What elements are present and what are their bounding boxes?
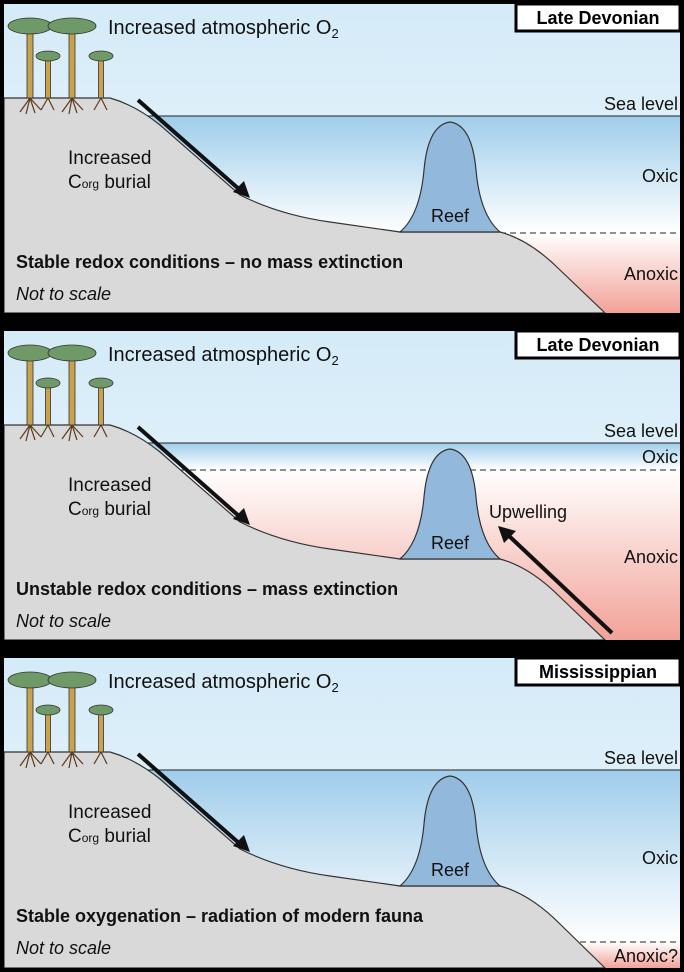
upwelling-arrow [506, 533, 614, 635]
panel-1-svg: Increased atmospheric O2 Late Devonian S… [0, 0, 684, 317]
tree-icon [88, 377, 114, 438]
tree-icon [35, 704, 61, 765]
tree-group [7, 17, 114, 115]
scale-note: Not to scale [16, 611, 111, 631]
seafloor-land [3, 424, 607, 641]
burial-line-2: Corg burial [68, 499, 151, 520]
panel-2-svg: Increased atmospheric O2 Late Devonian S… [0, 327, 684, 644]
panel-headline: Stable redox conditions – no mass extinc… [16, 252, 403, 272]
oxic-label: Oxic [642, 447, 678, 467]
scale-note: Not to scale [16, 284, 111, 304]
panel-late-devonian-stable: Increased atmospheric O2 Late Devonian S… [0, 0, 684, 317]
atmosphere-label: Increased atmospheric O2 [108, 344, 339, 368]
tree-icon [88, 704, 114, 765]
burial-arrow [136, 98, 242, 192]
panel-headline: Stable oxygenation – radiation of modern… [16, 906, 424, 926]
burial-line-1: Increased [68, 802, 151, 823]
burial-line-1: Increased [68, 148, 151, 169]
oxic-label: Oxic [642, 166, 678, 186]
seafloor-land [3, 751, 607, 969]
oxic-label: Oxic [642, 848, 678, 868]
scale-note: Not to scale [16, 938, 111, 958]
atmosphere-label: Increased atmospheric O2 [108, 17, 339, 41]
panel-late-devonian-unstable: Increased atmospheric O2 Late Devonian S… [0, 327, 684, 644]
reef-label: Reef [431, 860, 470, 880]
period-badge [514, 656, 682, 687]
tree-icon [7, 17, 53, 115]
panel-mississippian: Increased atmospheric O2 Mississippian S… [0, 654, 684, 972]
anoxic-label: Anoxic? [614, 946, 678, 966]
burial-arrow-head [233, 181, 250, 198]
sea-level-label: Sea level [604, 748, 678, 768]
reef-label: Reef [431, 206, 470, 226]
panel-frame [0, 0, 684, 317]
burial-arrow-head [233, 508, 250, 525]
upwelling-label: Upwelling [489, 502, 567, 522]
reef-label: Reef [431, 533, 470, 553]
burial-line-2: Corg burial [68, 172, 151, 193]
anoxic-label: Anoxic [624, 547, 678, 567]
sea-level-label: Sea level [604, 94, 678, 114]
period-label: Late Devonian [536, 8, 659, 28]
panel-3-svg: Increased atmospheric O2 Mississippian S… [0, 654, 684, 972]
burial-line-2: Corg burial [68, 826, 151, 847]
reef [398, 448, 502, 560]
tree-icon [88, 50, 114, 111]
period-label: Mississippian [539, 662, 657, 682]
burial-arrow-head [233, 835, 250, 852]
burial-line-1: Increased [68, 475, 151, 496]
oxic-water [120, 443, 680, 470]
tree-icon [47, 671, 97, 769]
tree-icon [7, 344, 53, 442]
seafloor-land [3, 97, 607, 314]
anoxic-label: Anoxic [624, 264, 678, 284]
tree-icon [35, 377, 61, 438]
panel-headline: Unstable redox conditions – mass extinct… [16, 579, 398, 599]
tree-group [7, 344, 114, 442]
tree-icon [47, 344, 97, 442]
upwelling-arrow-head [498, 526, 516, 543]
tree-group [7, 671, 114, 769]
tree-icon [47, 17, 97, 115]
panel-frame [0, 654, 684, 972]
reef [398, 775, 502, 887]
tree-icon [35, 50, 61, 111]
tree-icon [7, 671, 53, 769]
burial-arrow [136, 752, 242, 846]
period-label: Late Devonian [536, 335, 659, 355]
reef [398, 121, 502, 233]
burial-arrow [136, 425, 242, 519]
sea-level-label: Sea level [604, 421, 678, 441]
panel-frame [0, 327, 684, 644]
atmosphere-label: Increased atmospheric O2 [108, 671, 339, 695]
